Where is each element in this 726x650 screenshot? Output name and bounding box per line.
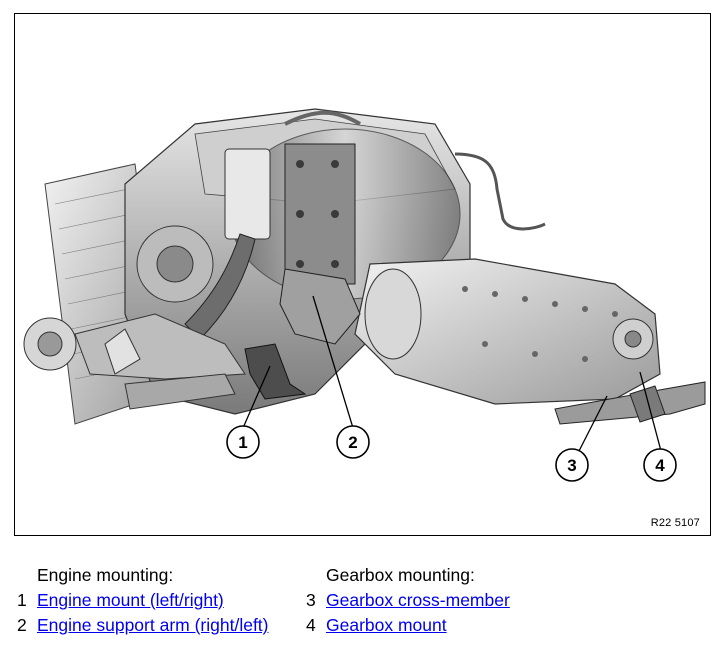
engine-mount-link[interactable]: Engine mount (left/right): [37, 590, 224, 610]
svg-text:4: 4: [655, 456, 665, 475]
svg-text:1: 1: [238, 433, 247, 452]
engine-support-arm-link[interactable]: Engine support arm (right/left): [37, 615, 269, 635]
legend-item-number: 4: [306, 615, 316, 635]
suspension: [23, 268, 361, 410]
gearbox: [354, 258, 706, 425]
legend-item-number: 1: [17, 590, 27, 610]
engine-mounting-heading: Engine mounting:: [37, 565, 174, 585]
gearbox-mount-link[interactable]: Gearbox mount: [326, 615, 447, 635]
legend-item-4: 4 Gearbox mount: [306, 615, 447, 636]
callout-1: 1: [226, 425, 260, 459]
leader-lines: [242, 295, 662, 452]
legend-item-number: 3: [306, 590, 316, 610]
figure-reference-code: R22 5107: [650, 517, 700, 529]
legend-item-number: 2: [17, 615, 27, 635]
engine-diagram-figure: 1 2 3 4 R22 5107: [14, 13, 711, 536]
callout-3: 3: [555, 448, 589, 482]
callout-4: 4: [643, 448, 677, 482]
gearbox-mounting-heading: Gearbox mounting:: [326, 565, 475, 585]
legend-item-1: 1 Engine mount (left/right): [17, 590, 224, 611]
gearbox-cross-member-link[interactable]: Gearbox cross-member: [326, 590, 510, 610]
svg-text:2: 2: [348, 433, 357, 452]
legend-item-3: 3 Gearbox cross-member: [306, 590, 510, 611]
legend-item-2: 2 Engine support arm (right/left): [17, 615, 269, 636]
svg-text:3: 3: [567, 456, 576, 475]
engine-illustration: 1 2 3 4: [23, 108, 706, 482]
callout-2: 2: [336, 425, 370, 459]
